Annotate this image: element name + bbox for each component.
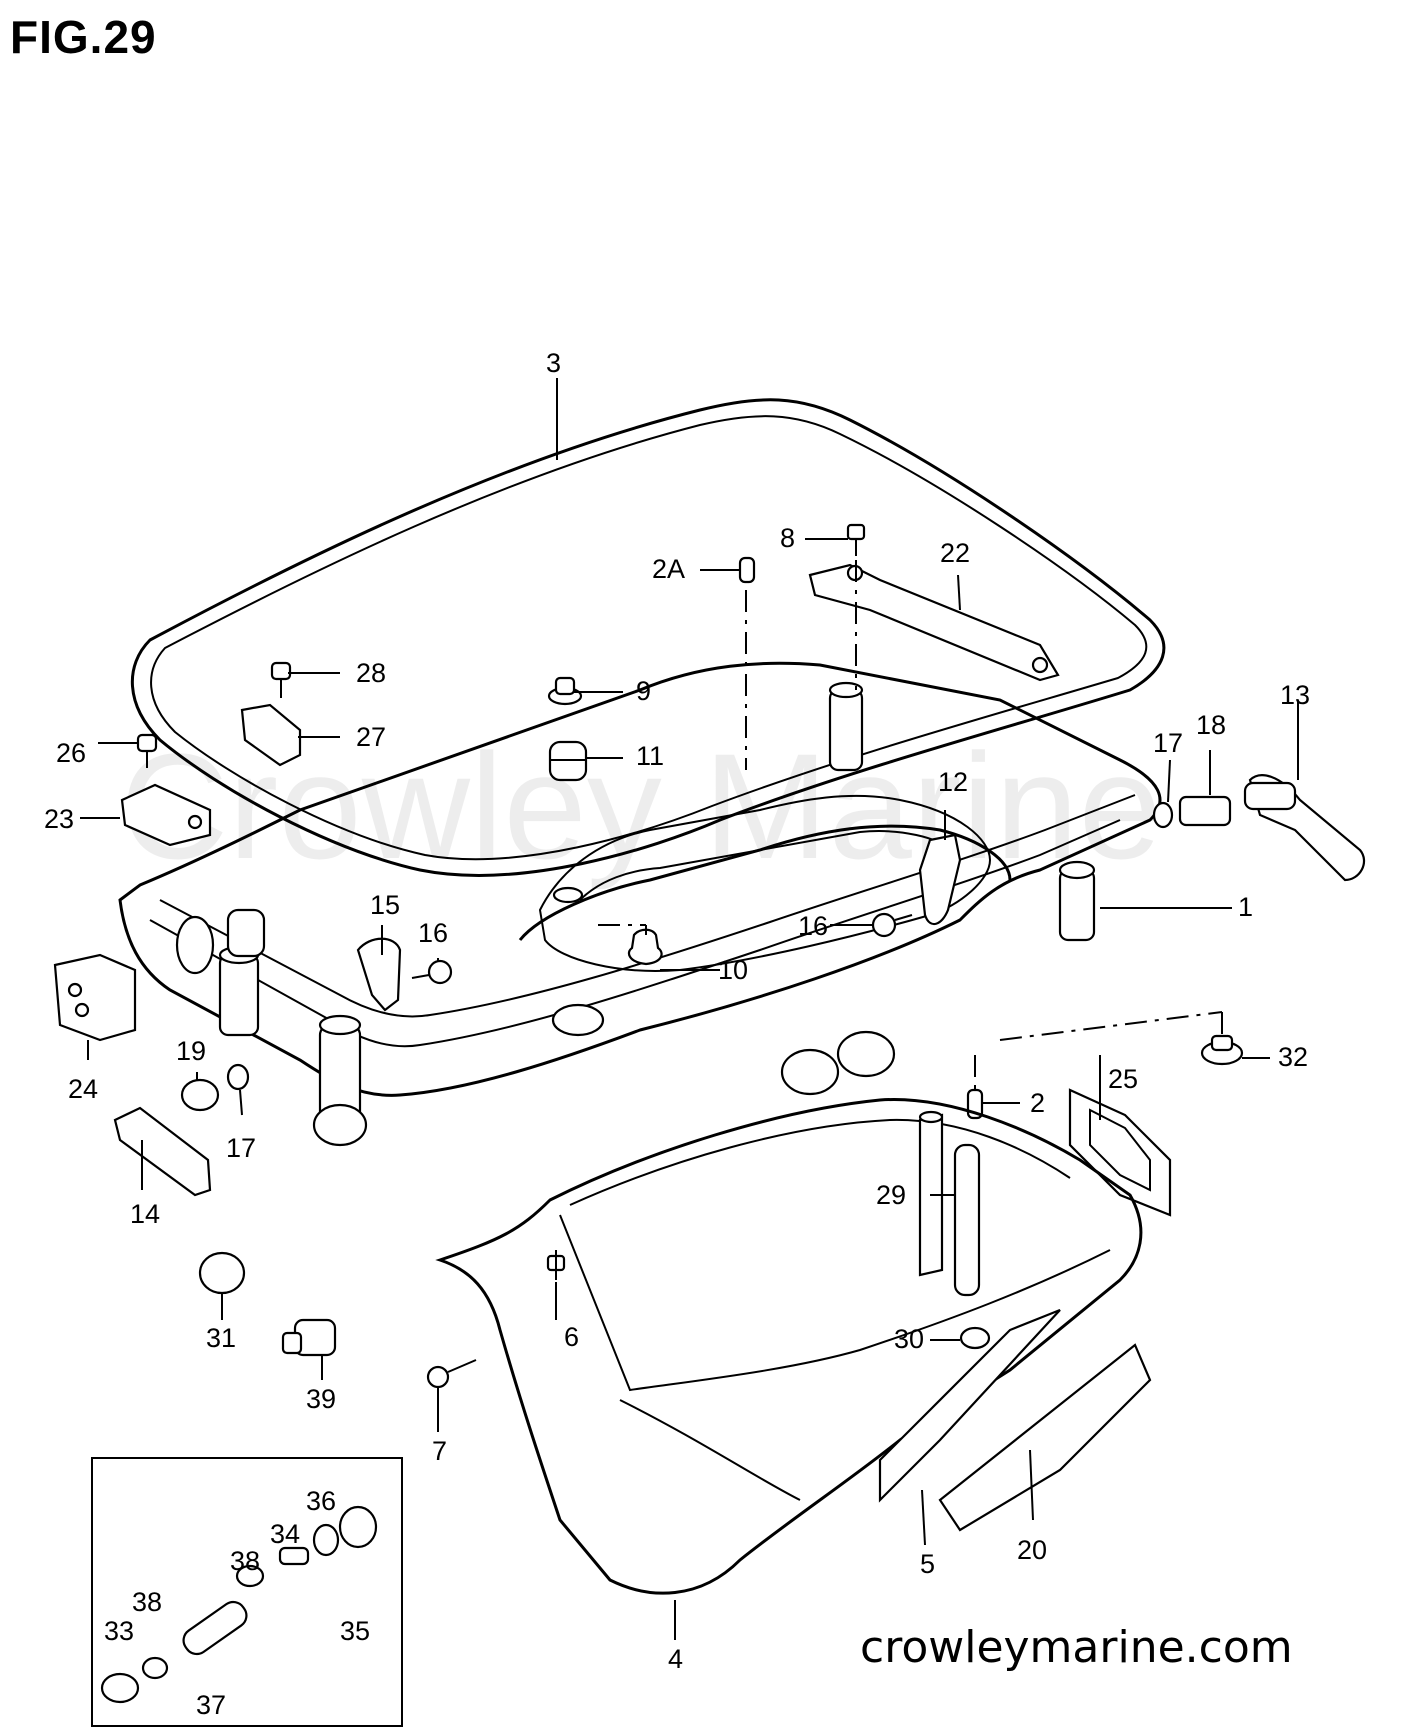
part-29-hose	[953, 1143, 981, 1297]
part-26-bolt	[136, 733, 158, 768]
part-6-bolt	[546, 1250, 566, 1280]
callout-38-lower: 38	[132, 1587, 162, 1617]
callout-29: 29	[876, 1180, 906, 1210]
callout-33: 33	[104, 1616, 134, 1646]
callout-26: 26	[56, 738, 86, 768]
callout-7: 7	[432, 1436, 447, 1466]
callout-39: 39	[306, 1384, 336, 1414]
callout-37: 37	[196, 1690, 226, 1720]
callout-24: 24	[68, 1074, 98, 1104]
part-22-bracket	[808, 563, 1060, 682]
part-23-bracket	[120, 783, 212, 847]
callout-6: 6	[564, 1322, 579, 1352]
seal-gasket-ring	[130, 398, 1166, 877]
part-13-lever	[1243, 774, 1366, 882]
figure-title: FIG.29	[10, 11, 157, 63]
callout-38-upper: 38	[230, 1546, 260, 1576]
callout-labels: 3 8 22 2A 28 9 13 27 17 18 26 11 12 23 1…	[44, 348, 1310, 1720]
callout-4: 4	[668, 1644, 683, 1674]
callout-16-right: 16	[798, 911, 828, 941]
part-24-grommet	[53, 953, 137, 1042]
callout-23: 23	[44, 804, 74, 834]
callout-3: 3	[546, 348, 561, 378]
part-32-grommet	[1200, 1034, 1244, 1066]
callout-35: 35	[340, 1616, 370, 1646]
bottom-cowling-frame	[118, 661, 1162, 1147]
callout-18: 18	[1196, 710, 1226, 740]
part-11-grommet	[548, 740, 588, 782]
part-31-plug	[198, 1251, 246, 1295]
part-17-washer-left	[226, 1063, 250, 1091]
callout-25: 25	[1108, 1064, 1138, 1094]
callout-30: 30	[894, 1324, 924, 1354]
part-8-bolt	[846, 523, 866, 556]
part-17-washer-right	[1152, 801, 1174, 829]
callout-10: 10	[718, 955, 748, 985]
part-25-grommet	[1068, 1088, 1172, 1217]
part-39-fitting	[281, 1318, 337, 1357]
callout-31: 31	[206, 1323, 236, 1353]
callout-20: 20	[1017, 1535, 1047, 1565]
callout-28: 28	[356, 658, 386, 688]
part-18-shaft	[1178, 795, 1232, 827]
callout-17-left: 17	[226, 1133, 256, 1163]
callout-32: 32	[1278, 1042, 1308, 1072]
part-2a-bolt	[738, 556, 756, 584]
callout-2: 2	[1030, 1088, 1045, 1118]
callout-36: 36	[306, 1486, 336, 1516]
leader-lines	[80, 378, 1299, 1640]
callout-5: 5	[920, 1549, 935, 1579]
callout-19: 19	[176, 1036, 206, 1066]
callout-27: 27	[356, 722, 386, 752]
part-16-bolt-left	[411, 959, 453, 985]
callout-14: 14	[130, 1199, 160, 1229]
callout-22: 22	[940, 538, 970, 568]
callout-11: 11	[636, 741, 664, 771]
part-15-clamp	[356, 937, 402, 1012]
callout-9: 9	[636, 676, 651, 706]
part-27-bracket	[240, 703, 302, 767]
callout-17-right: 17	[1153, 728, 1183, 758]
part-5-panel	[878, 1308, 1061, 1503]
part-19-collar	[180, 1078, 220, 1112]
callout-2a: 2A	[652, 554, 685, 584]
part-28-bolt	[270, 661, 292, 698]
callout-12: 12	[938, 767, 968, 797]
centre-lines	[598, 560, 1223, 1090]
part-12-bracket	[918, 833, 962, 926]
callout-34: 34	[270, 1519, 300, 1549]
part-14-handle	[113, 1106, 212, 1197]
part-20-panel	[938, 1343, 1152, 1532]
lower-pan	[435, 1098, 1143, 1595]
inset-box	[91, 1457, 403, 1727]
part-30-clip	[959, 1326, 991, 1350]
callout-15: 15	[370, 890, 400, 920]
part-16-bolt-right	[871, 912, 913, 938]
callout-16-left: 16	[418, 918, 448, 948]
part-7-bolt	[426, 1359, 477, 1389]
part-10-grommet	[627, 928, 663, 966]
callout-8: 8	[780, 523, 795, 553]
website-caption: crowleymarine.com	[860, 1622, 1293, 1673]
callout-13: 13	[1280, 680, 1310, 710]
callout-1: 1	[1238, 892, 1253, 922]
